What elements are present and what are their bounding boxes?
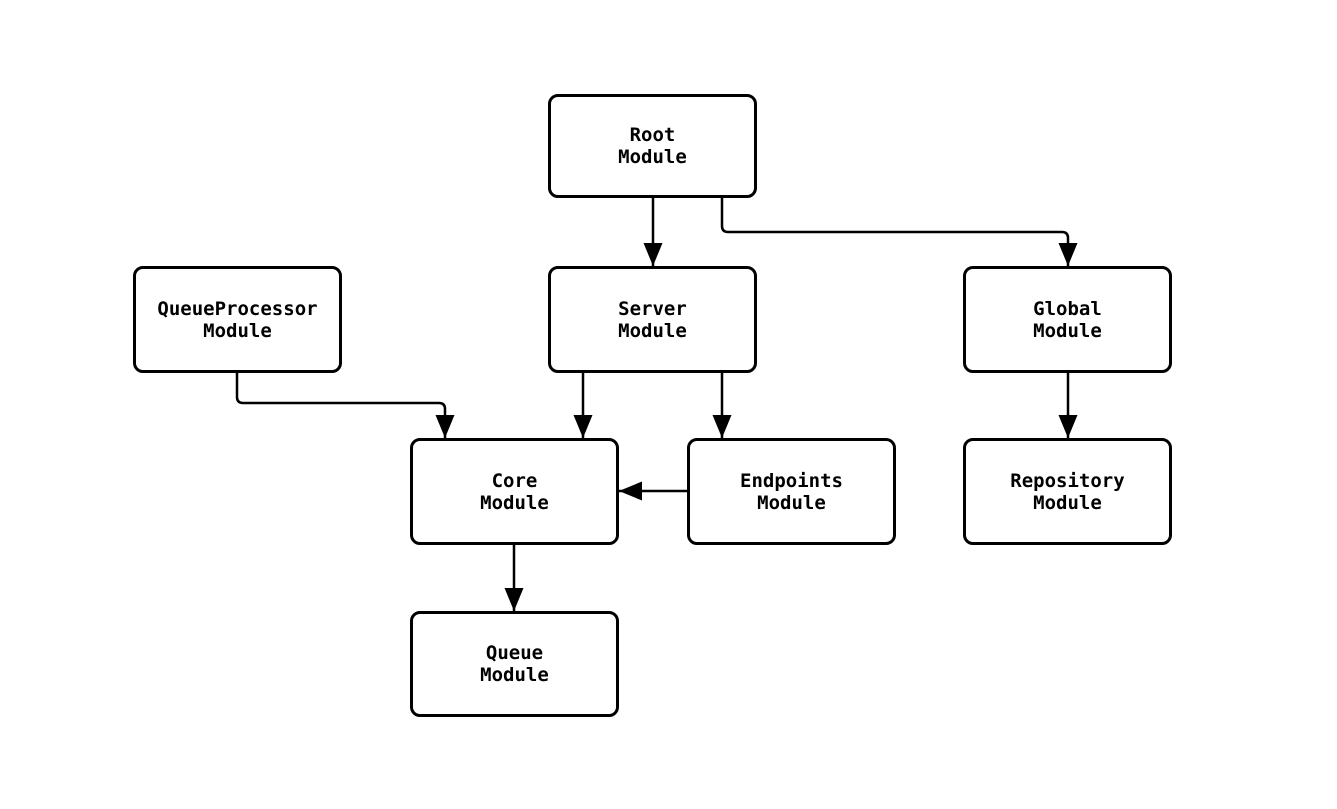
node-endpoints-module-label: Endpoints Module bbox=[740, 469, 843, 514]
node-repository-module: Repository Module bbox=[963, 438, 1172, 545]
node-root-module: Root Module bbox=[548, 94, 757, 198]
node-endpoints-module: Endpoints Module bbox=[687, 438, 896, 545]
node-queueprocessor-module: QueueProcessor Module bbox=[133, 266, 342, 373]
node-root-module-label: Root Module bbox=[618, 124, 687, 168]
node-queueprocessor-module-label: QueueProcessor Module bbox=[157, 297, 318, 342]
node-repository-module-label: Repository Module bbox=[1010, 469, 1125, 514]
node-core-module-label: Core Module bbox=[480, 469, 549, 514]
edge-queueprocessor-to-core bbox=[235, 373, 455, 438]
node-server-module: Server Module bbox=[548, 266, 757, 373]
node-server-module-label: Server Module bbox=[618, 297, 687, 342]
node-queue-module-label: Queue Module bbox=[480, 642, 549, 686]
node-core-module: Core Module bbox=[410, 438, 619, 545]
edge-root-to-global bbox=[720, 198, 1078, 266]
node-queue-module: Queue Module bbox=[410, 611, 619, 717]
node-global-module-label: Global Module bbox=[1033, 297, 1102, 342]
node-global-module: Global Module bbox=[963, 266, 1172, 373]
